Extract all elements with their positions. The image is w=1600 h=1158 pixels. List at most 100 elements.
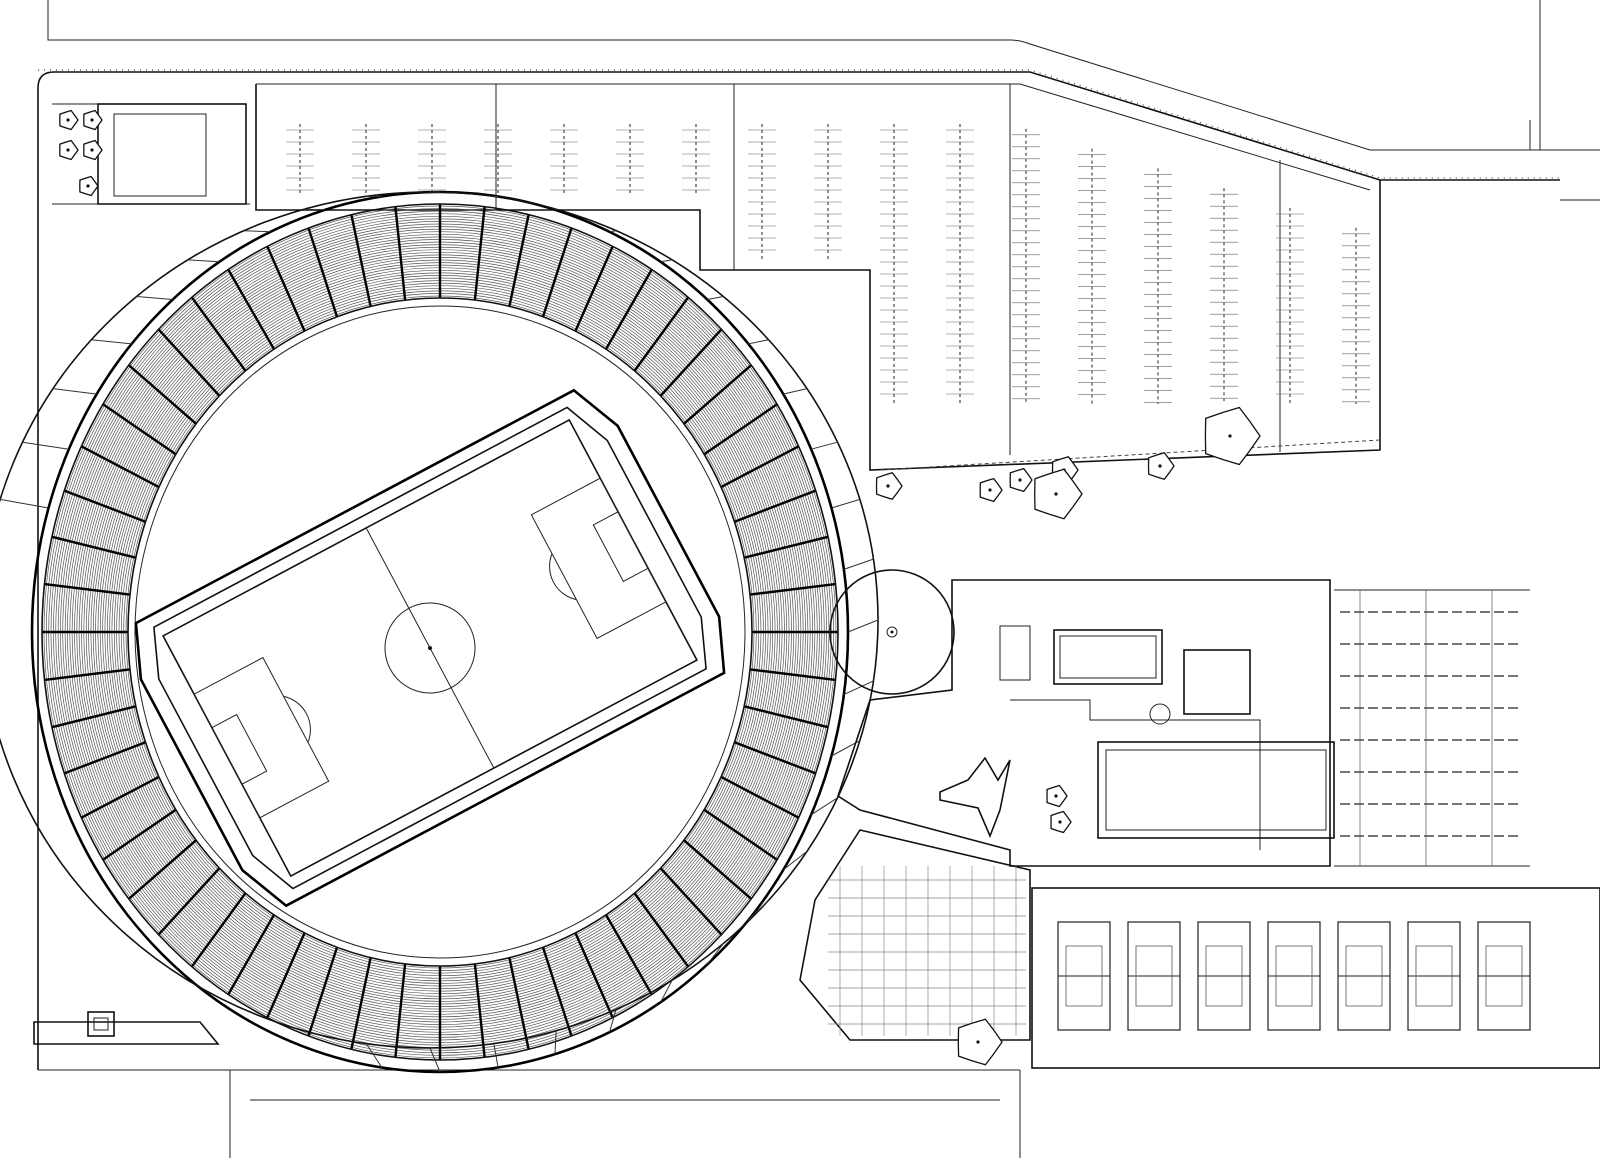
aisle <box>743 705 829 729</box>
concourse-rib <box>747 899 769 921</box>
aisle <box>541 946 573 1037</box>
aisle <box>659 328 723 397</box>
aisle <box>190 892 247 968</box>
paved-forecourt <box>799 829 1031 1041</box>
concourse-rib <box>783 388 808 395</box>
service-box <box>1415 945 1453 1007</box>
aisle <box>51 705 137 729</box>
entrance-rotunda <box>829 569 955 695</box>
service-box <box>1345 945 1383 1007</box>
concourse-rib <box>831 498 861 509</box>
aisle <box>703 808 778 861</box>
concourse-rib <box>493 1043 499 1068</box>
concourse-rib <box>91 339 132 345</box>
aisle <box>350 214 372 307</box>
concourse-rib <box>782 851 808 871</box>
concourse-rib <box>706 943 724 965</box>
aisle <box>473 206 486 301</box>
aisle <box>574 245 614 332</box>
aisle <box>63 489 146 523</box>
tree-symbol <box>83 139 103 161</box>
aisle <box>734 489 817 523</box>
football-pitch <box>161 418 699 878</box>
parking-aisles <box>286 124 1370 404</box>
aisle <box>633 296 690 372</box>
concourse-rib <box>365 1043 383 1068</box>
aisle <box>743 535 829 559</box>
tennis-courts <box>1031 887 1600 1069</box>
concourse-rib <box>810 441 838 450</box>
aisle <box>80 445 160 489</box>
southwest-gatehouse <box>33 1011 220 1045</box>
concourse-ribs <box>0 191 879 1073</box>
concourse-rib <box>429 1047 441 1073</box>
aisle <box>307 946 339 1037</box>
tree-symbol <box>59 109 79 131</box>
aisle <box>633 892 690 968</box>
concourse-rib <box>707 296 724 300</box>
concourse-rib <box>243 230 271 233</box>
concourse-rib <box>660 979 673 1003</box>
concourse-rib <box>0 498 49 509</box>
aisle <box>604 269 653 350</box>
parking-lot <box>255 83 1381 471</box>
tree-symbol <box>979 477 1003 503</box>
tree-symbol <box>79 175 99 197</box>
site-boundary <box>37 69 1560 1158</box>
aisle <box>659 867 723 936</box>
aisle <box>734 741 817 775</box>
service-box <box>1485 945 1523 1007</box>
aisle <box>350 957 372 1050</box>
aisle <box>683 839 752 900</box>
tree-symbol <box>1050 810 1072 834</box>
aisle <box>683 364 752 425</box>
aisle <box>473 963 486 1058</box>
aisle <box>51 535 137 559</box>
aisle <box>574 932 614 1019</box>
aisle <box>266 245 306 332</box>
concourse-rib <box>847 619 879 633</box>
tree-symbol <box>83 109 103 131</box>
tree-symbol <box>1147 451 1175 481</box>
concourse-rib <box>660 259 673 263</box>
concourse-rib <box>554 208 557 211</box>
aisle <box>508 957 530 1050</box>
service-box <box>1205 945 1243 1007</box>
concourse-rib <box>810 797 838 816</box>
service-box <box>1065 945 1103 1007</box>
aisle <box>80 775 160 819</box>
street-edges <box>47 0 1600 201</box>
service-box <box>1135 945 1173 1007</box>
trees <box>59 109 1261 1066</box>
building-grid <box>1340 590 1520 866</box>
aisle <box>128 364 197 425</box>
tree-symbol <box>59 139 79 161</box>
concourse-rib <box>136 296 173 300</box>
aisle <box>157 867 221 936</box>
aisle <box>102 403 177 456</box>
aisle <box>720 445 800 489</box>
concourse-rib <box>609 1009 617 1033</box>
concourse-rib <box>303 208 326 211</box>
pitch-surround-wall <box>134 388 726 908</box>
concourse-rib <box>843 558 874 570</box>
aisle <box>44 668 131 682</box>
concourse-rib <box>22 441 69 450</box>
aisle <box>44 582 131 596</box>
aisle <box>157 328 221 397</box>
aisle <box>604 914 653 995</box>
concourse-rib <box>748 339 769 345</box>
aisle <box>190 296 247 372</box>
aisle <box>307 227 339 318</box>
aisle <box>227 914 276 995</box>
tree-symbol <box>957 1018 1003 1066</box>
concourse-rib <box>554 1030 557 1055</box>
aisle <box>703 403 778 456</box>
tree-symbol <box>1046 784 1068 808</box>
aisle <box>63 741 146 775</box>
aisle <box>227 269 276 350</box>
seat-row <box>125 295 755 969</box>
tree-symbol <box>1204 406 1261 466</box>
aisle <box>394 206 407 301</box>
